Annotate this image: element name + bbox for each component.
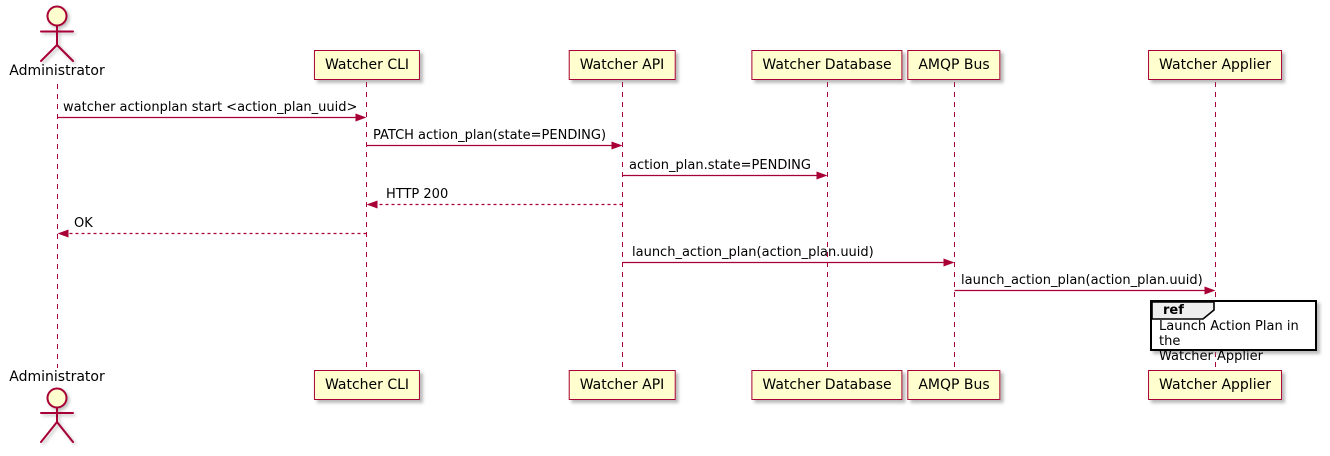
message-1-label: watcher actionplan start <action_plan_uu… bbox=[63, 100, 358, 115]
actor-leg-right bbox=[56, 44, 74, 62]
participant-bottom-watcher-applier: Watcher Applier bbox=[1148, 370, 1282, 400]
participant-bottom-amqp-bus: AMQP Bus bbox=[907, 370, 1001, 400]
actor-leg-left bbox=[40, 44, 58, 62]
actor-leg-right bbox=[56, 421, 74, 443]
message-2-arrowhead bbox=[611, 141, 623, 150]
participant-top-amqp-bus: AMQP Bus bbox=[907, 50, 1001, 80]
actor-figure-top bbox=[40, 5, 74, 62]
ref-keyword: ref bbox=[1163, 303, 1184, 318]
ref-tab-shape bbox=[1151, 301, 1215, 320]
message-7-label: launch_action_plan(action_plan.uuid) bbox=[961, 273, 1203, 288]
actor-leg-left bbox=[40, 421, 58, 443]
message-6-arrowhead bbox=[943, 258, 955, 267]
participant-top-watcher-api: Watcher API bbox=[568, 50, 676, 80]
message-2-label: PATCH action_plan(state=PENDING) bbox=[373, 128, 607, 143]
ref-text: Launch Action Plan in the Watcher Applie… bbox=[1159, 319, 1299, 364]
message-3-arrowhead bbox=[816, 171, 828, 180]
participant-bottom-watcher-api: Watcher API bbox=[568, 370, 676, 400]
participant-bottom-watcher-database: Watcher Database bbox=[751, 370, 903, 400]
participant-top-watcher-database: Watcher Database bbox=[751, 50, 903, 80]
participant-top-watcher-cli: Watcher CLI bbox=[313, 50, 421, 80]
participant-bottom-watcher-cli: Watcher CLI bbox=[313, 370, 421, 400]
actor-head bbox=[46, 5, 68, 27]
message-6-label: launch_action_plan(action_plan.uuid) bbox=[632, 245, 874, 260]
message-4-label: HTTP 200 bbox=[386, 187, 449, 202]
participant-top-watcher-applier: Watcher Applier bbox=[1148, 50, 1282, 80]
message-arrows bbox=[57, 113, 1216, 295]
message-5-arrowhead bbox=[57, 229, 69, 238]
actor-figure-bottom bbox=[40, 387, 74, 443]
actor-label-bottom: Administrator bbox=[9, 369, 105, 385]
actor-head bbox=[46, 387, 68, 409]
message-5-label: OK bbox=[74, 216, 93, 231]
message-1-arrowhead bbox=[355, 113, 367, 122]
lifelines bbox=[57, 82, 1216, 370]
message-3-label: action_plan.state=PENDING bbox=[629, 158, 811, 173]
ref-fragment: ref Launch Action Plan in the Watcher Ap… bbox=[1150, 300, 1317, 364]
message-4-arrowhead bbox=[366, 200, 378, 209]
actor-label-top: Administrator bbox=[9, 63, 105, 79]
message-7-arrowhead bbox=[1204, 286, 1216, 295]
